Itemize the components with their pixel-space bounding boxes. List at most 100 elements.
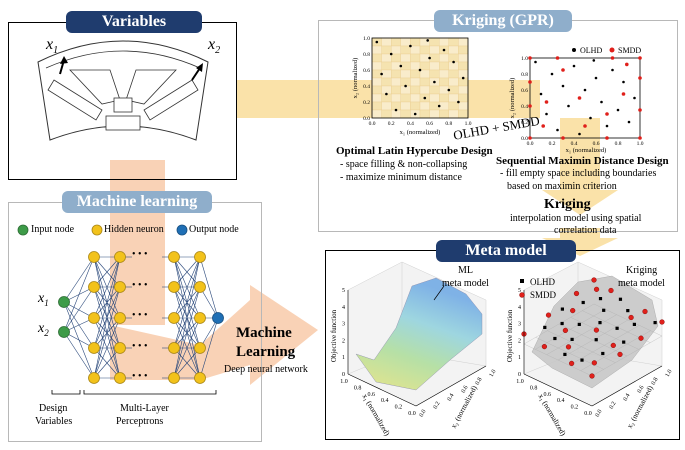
variables-header: Variables	[66, 11, 202, 33]
kr-point-olhd	[563, 352, 567, 356]
olhd-grid-cell	[391, 45, 401, 55]
kr-ztick: 4	[518, 305, 521, 311]
nn-node-hidden	[194, 372, 206, 384]
smdd-point-smdd	[528, 104, 532, 108]
olhd-grid-cell	[371, 53, 382, 63]
smdd-point-smdd	[605, 136, 609, 140]
olhd-point-olhd	[452, 60, 455, 64]
olhd-ytick: 0.2	[363, 100, 370, 106]
olhd-grid-cell	[381, 69, 392, 79]
olhd-grid-cell	[410, 61, 421, 71]
kr-point-smdd	[610, 342, 616, 349]
ml-ztick: 5	[342, 288, 345, 294]
nn-input-x2: x2	[38, 321, 49, 338]
olhd-grid-cell	[439, 101, 449, 111]
nn-node-hidden	[168, 281, 180, 293]
ml-ytick: 0.8	[475, 377, 484, 386]
smdd-xtick: 0.0	[527, 141, 534, 147]
kr-point-olhd	[632, 322, 636, 326]
ml-meta-label1: ML	[458, 265, 473, 276]
smdd-point-smdd	[561, 136, 565, 140]
nn-legend	[17, 224, 188, 236]
olhd-point-olhd	[380, 72, 383, 76]
kr-point-smdd	[562, 327, 569, 334]
olhd-point-olhd	[437, 104, 441, 108]
smdd-point-olhd	[600, 100, 603, 104]
kr-point-olhd	[577, 322, 581, 326]
olhd-grid-cell	[381, 37, 392, 47]
nn-edge	[199, 256, 219, 319]
olhd-xtick: 0.4	[407, 121, 414, 127]
ml-arrow-line1: Machine	[236, 325, 292, 341]
nn-node-hidden	[88, 312, 100, 324]
kr-xtick: 0.8	[530, 385, 538, 391]
olhd-grid-cell	[448, 69, 459, 79]
olhd-grid-cell	[439, 37, 449, 47]
olhd-grid-cell	[391, 85, 401, 95]
nn-edge	[93, 256, 121, 379]
olhd-grid-cell	[400, 69, 411, 79]
nn-node-hidden	[114, 312, 126, 324]
nn-label-variables: Variables	[35, 416, 73, 427]
nn-input-x1: x1	[38, 291, 49, 308]
kr-point-smdd	[642, 308, 648, 315]
olhd-grid-cell	[410, 93, 421, 103]
nn-edge	[63, 256, 95, 303]
smdd-ytick: 0.6	[521, 88, 528, 94]
kr-ytick: 0.0	[595, 409, 604, 418]
olhd-grid-cell	[439, 109, 449, 119]
kr-point-olhd	[543, 325, 547, 329]
smdd-point-smdd	[610, 56, 615, 60]
kr-mesh-line	[593, 303, 663, 337]
olhd-grid-cell	[419, 53, 430, 63]
smdd-y-axis-label: x₂ (normalized)	[509, 78, 516, 119]
nn-node-hidden	[114, 251, 126, 263]
smdd-desc-b2: based on maximin criterion	[507, 181, 617, 192]
olhd-grid-cell	[410, 77, 421, 87]
olhd-grid-cell	[458, 85, 469, 95]
peach-ml-arrow	[110, 285, 318, 385]
olhd-ytick: 0.8	[363, 52, 370, 58]
ml-arrow-sub: Deep neural network	[224, 364, 308, 375]
olhd-grid-cell	[448, 93, 459, 103]
olhd-grid-cell	[429, 85, 440, 95]
smdd-point-smdd	[555, 56, 560, 60]
smdd-point-smdd	[621, 92, 626, 96]
nn-dots-4: • • •	[132, 371, 148, 382]
olhd-grid-cell	[381, 45, 392, 55]
ml-ztick: 3	[342, 322, 345, 328]
olhd-grid-cell	[371, 69, 382, 79]
kr-xtick: 0.0	[584, 411, 592, 417]
olhd-grid-cell	[439, 53, 449, 63]
smdd-point-olhd	[611, 68, 614, 72]
olhd-xtick: 0.2	[388, 121, 395, 127]
nn-edge	[173, 256, 201, 319]
olhd-grid-cell	[458, 93, 469, 103]
olhd-xtick: 0.8	[445, 121, 452, 127]
motor-cross-section	[37, 40, 209, 141]
ml-xtick: 0.4	[381, 398, 389, 404]
kriging-meta-label2: meta model	[618, 278, 665, 289]
kr-xtick: 1.0	[516, 379, 524, 385]
olhd-grid-cell	[419, 69, 430, 79]
olhd-grid-cell	[429, 45, 440, 55]
ml-xtick: 1.0	[340, 379, 348, 385]
nn-node-output	[212, 312, 224, 324]
olhd-grid-cell	[439, 93, 449, 103]
olhd-grid-cell	[429, 53, 440, 63]
kr-legend-olhd: OLHD	[530, 277, 555, 287]
olhd-grid-cell	[448, 77, 459, 87]
nn-node-hidden	[194, 342, 206, 354]
smdd-point-olhd	[616, 108, 620, 112]
kr-point-smdd	[545, 312, 552, 318]
smdd-point-olhd	[633, 96, 636, 100]
olhd-point-olhd	[442, 48, 446, 52]
olhd-grid-cell	[381, 61, 392, 71]
olhd-grid-cell	[400, 93, 411, 103]
ml-xtick: 0.2	[395, 405, 403, 411]
nn-node-hidden	[168, 372, 180, 384]
olhd-grid-cell	[371, 93, 382, 103]
